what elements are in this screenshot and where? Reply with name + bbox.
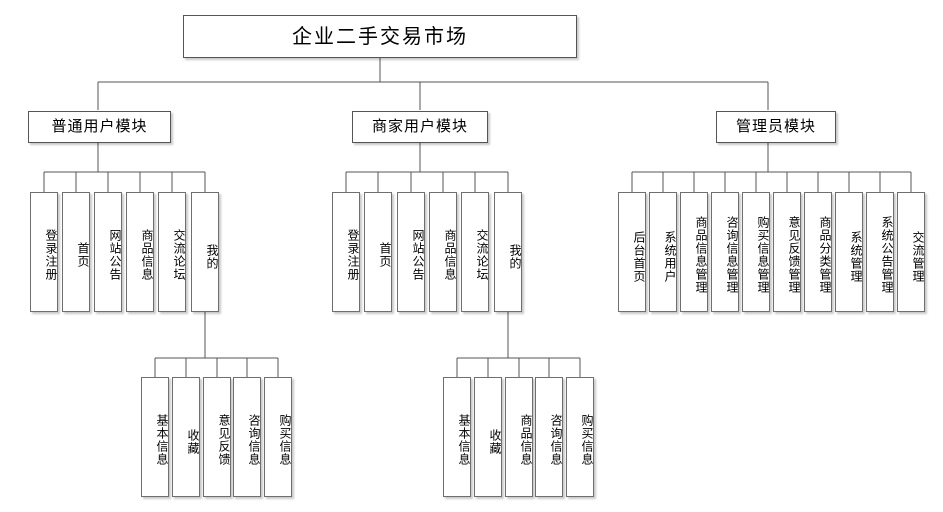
leaf-node-admin-8-label: 系统公告管理 [880,216,894,294]
leaf-node-merchant-user-3[interactable]: 商品信息 [429,192,457,312]
leaf-node-merchant-user-0-label: 登录注册 [346,229,360,281]
leaf-node-normal-user-1-label: 首页 [76,242,90,268]
leaf-node-merchant-mine-1-label: 收藏 [488,429,502,455]
module-node-admin-label: 管理员模块 [735,117,816,136]
leaf-node-admin-7[interactable]: 系统管理 [835,192,863,312]
leaf-node-normal-user-5-mine[interactable]: 我的 [191,192,219,312]
leaf-node-merchant-user-2[interactable]: 网站公告 [397,192,425,312]
leaf-node-normal-mine-0-label: 基本信息 [155,414,169,466]
leaf-node-merchant-user-4-label: 交流论坛 [475,229,489,281]
leaf-node-admin-2-label: 商品信息管理 [694,216,708,294]
leaf-node-normal-mine-3[interactable]: 咨询信息 [233,377,261,497]
leaf-node-admin-4-label: 购买信息管理 [756,216,770,294]
leaf-node-merchant-user-1-label: 首页 [378,242,392,268]
leaf-node-admin-9[interactable]: 交流管理 [897,192,925,312]
leaf-node-admin-5-label: 意见反馈管理 [787,216,801,294]
leaf-node-merchant-user-1[interactable]: 首页 [364,192,392,312]
leaf-node-admin-3[interactable]: 咨询信息管理 [711,192,739,312]
leaf-node-normal-user-3[interactable]: 商品信息 [126,192,154,312]
leaf-node-normal-mine-1-label: 收藏 [186,429,200,455]
leaf-node-admin-1[interactable]: 系统用户 [649,192,677,312]
leaf-node-merchant-user-2-label: 网站公告 [411,229,425,281]
leaf-node-admin-1-label: 系统用户 [663,231,677,283]
leaf-node-admin-3-label: 咨询信息管理 [725,216,739,294]
leaf-node-admin-2[interactable]: 商品信息管理 [680,192,708,312]
leaf-node-admin-5[interactable]: 意见反馈管理 [773,192,801,312]
module-node-normal-user[interactable]: 普通用户模块 [28,111,171,143]
leaf-node-merchant-user-4[interactable]: 交流论坛 [461,192,489,312]
leaf-node-admin-9-label: 交流管理 [911,231,925,283]
leaf-node-merchant-mine-2-label: 商品信息 [519,414,533,466]
leaf-node-normal-user-3-label: 商品信息 [140,229,154,281]
leaf-node-admin-7-label: 系统管理 [849,231,863,283]
leaf-node-normal-mine-3-label: 咨询信息 [247,414,261,466]
leaf-node-merchant-user-5-label: 我的 [508,244,522,270]
leaf-node-merchant-mine-2[interactable]: 商品信息 [505,377,533,497]
leaf-node-normal-mine-1[interactable]: 收藏 [172,377,200,497]
leaf-node-admin-6[interactable]: 商品分类管理 [804,192,832,312]
leaf-node-merchant-user-3-label: 商品信息 [443,229,457,281]
leaf-node-normal-user-0[interactable]: 登录注册 [30,192,58,312]
leaf-node-merchant-user-0[interactable]: 登录注册 [332,192,360,312]
root-node-label: 企业二手交易市场 [292,24,468,48]
leaf-node-merchant-mine-0-label: 基本信息 [457,414,471,466]
leaf-node-normal-user-4-label: 交流论坛 [172,229,186,281]
leaf-node-normal-mine-2[interactable]: 意见反馈 [203,377,231,497]
leaf-node-normal-user-4[interactable]: 交流论坛 [158,192,186,312]
leaf-node-normal-user-5-label: 我的 [205,244,219,270]
root-node-system-title[interactable]: 企业二手交易市场 [183,15,577,58]
leaf-node-normal-user-1[interactable]: 首页 [62,192,90,312]
module-node-merchant-user-label: 商家用户模块 [371,117,468,136]
leaf-node-admin-0[interactable]: 后台首页 [618,192,646,312]
leaf-node-merchant-user-5-mine[interactable]: 我的 [494,192,522,312]
module-node-admin[interactable]: 管理员模块 [716,111,836,143]
leaf-node-admin-8[interactable]: 系统公告管理 [866,192,894,312]
leaf-node-normal-mine-2-label: 意见反馈 [217,414,231,466]
leaf-node-merchant-mine-3-label: 咨询信息 [549,414,563,466]
leaf-node-normal-mine-4-label: 购买信息 [278,414,292,466]
leaf-node-admin-6-label: 商品分类管理 [818,216,832,294]
leaf-node-normal-mine-0[interactable]: 基本信息 [141,377,169,497]
leaf-node-normal-user-2-label: 网站公告 [108,229,122,281]
module-node-normal-user-label: 普通用户模块 [51,117,148,136]
module-node-merchant-user[interactable]: 商家用户模块 [352,111,488,143]
leaf-node-merchant-mine-3[interactable]: 咨询信息 [535,377,563,497]
leaf-node-admin-0-label: 后台首页 [632,231,646,283]
leaf-node-normal-user-0-label: 登录注册 [44,229,58,281]
leaf-node-merchant-mine-0[interactable]: 基本信息 [443,377,471,497]
leaf-node-merchant-mine-4-label: 购买信息 [580,414,594,466]
leaf-node-normal-user-2[interactable]: 网站公告 [94,192,122,312]
leaf-node-admin-4[interactable]: 购买信息管理 [742,192,770,312]
leaf-node-merchant-mine-1[interactable]: 收藏 [474,377,502,497]
leaf-node-normal-mine-4[interactable]: 购买信息 [264,377,292,497]
leaf-node-merchant-mine-4[interactable]: 购买信息 [566,377,594,497]
